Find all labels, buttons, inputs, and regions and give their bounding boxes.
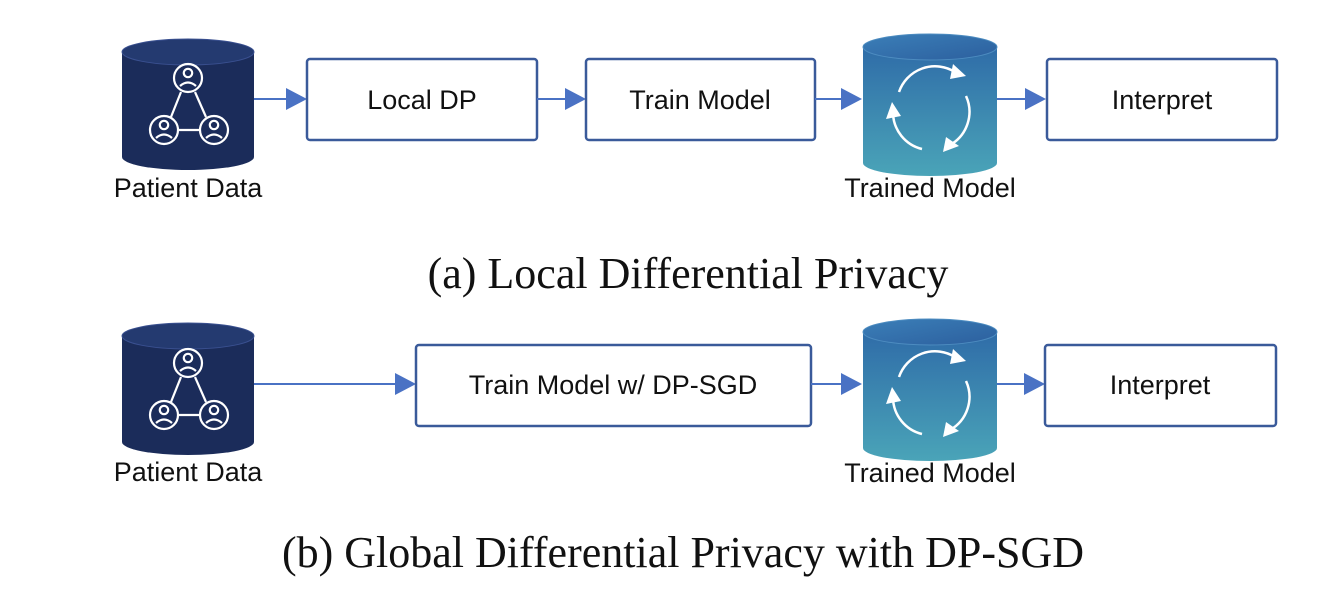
trained-model-database bbox=[862, 33, 998, 176]
patient-data-database bbox=[121, 38, 255, 170]
interpret-label: Interpret bbox=[1110, 370, 1211, 400]
patient-data-label: Patient Data bbox=[114, 457, 264, 487]
arrow-data-to-dpsgd bbox=[254, 373, 416, 395]
local-dp-step: Local DP bbox=[305, 57, 539, 142]
trained-model-label: Trained Model bbox=[844, 458, 1016, 488]
arrow-data-to-localdp bbox=[254, 88, 307, 110]
patient-network-icon bbox=[148, 347, 230, 431]
local-dp-label: Local DP bbox=[367, 85, 477, 115]
arrow-train-to-model bbox=[815, 88, 862, 110]
panel-a: Patient Data Local DP Train Model bbox=[114, 33, 1279, 298]
arrow-localdp-to-train bbox=[537, 88, 586, 110]
caption-b: (b) Global Differential Privacy with DP-… bbox=[282, 528, 1084, 577]
train-model-label: Train Model bbox=[629, 85, 771, 115]
trained-model-label: Trained Model bbox=[844, 173, 1016, 203]
refresh-cycle-icon bbox=[886, 349, 971, 437]
arrow-model-to-interpret bbox=[997, 373, 1045, 395]
patient-network-icon bbox=[148, 62, 230, 146]
refresh-cycle-icon bbox=[886, 64, 971, 152]
patient-data-database bbox=[121, 322, 255, 455]
train-dpsgd-step: Train Model w/ DP-SGD bbox=[414, 343, 813, 428]
caption-a: (a) Local Differential Privacy bbox=[428, 249, 949, 298]
trained-model-database bbox=[862, 318, 998, 461]
interpret-step: Interpret bbox=[1043, 343, 1278, 428]
interpret-step: Interpret bbox=[1045, 57, 1279, 142]
train-model-step: Train Model bbox=[584, 57, 817, 142]
patient-data-label: Patient Data bbox=[114, 173, 264, 203]
arrow-dpsgd-to-model bbox=[811, 373, 862, 395]
train-dpsgd-label: Train Model w/ DP-SGD bbox=[469, 370, 758, 400]
panel-b: Patient Data Train Model w/ DP-SGD bbox=[114, 318, 1278, 577]
interpret-label: Interpret bbox=[1112, 85, 1213, 115]
arrow-model-to-interpret bbox=[997, 88, 1046, 110]
